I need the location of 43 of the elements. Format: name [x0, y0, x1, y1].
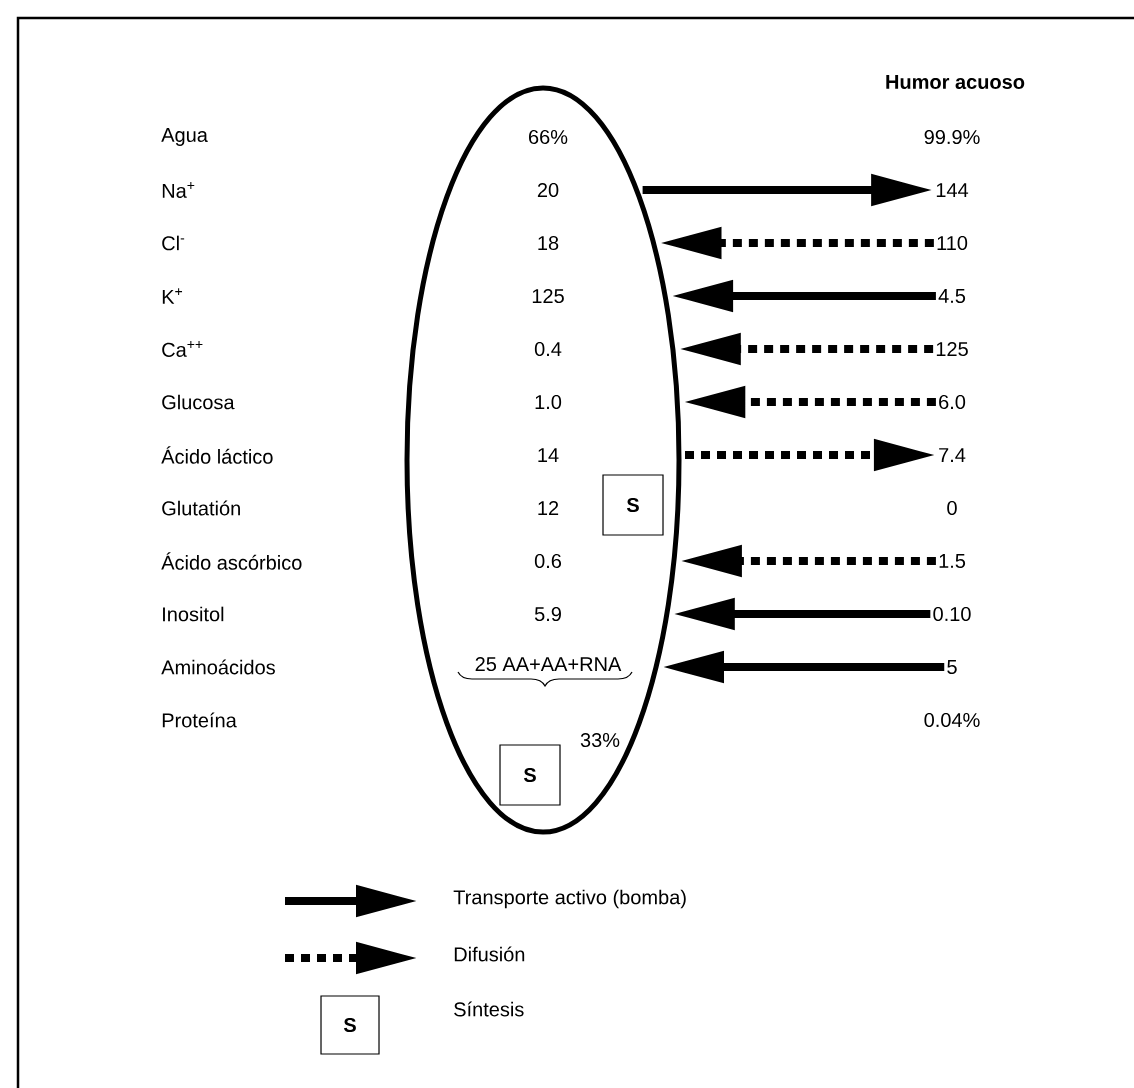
- humor-value: 6.0: [939, 394, 966, 410]
- substance-label: K$^{+}$: [162, 288, 183, 304]
- synthesis-box: S: [499, 744, 561, 806]
- concentration-value: 33%: [580, 732, 620, 748]
- substance-label: Ácido láctico: [161, 446, 273, 464]
- humor-value: 4.5: [938, 289, 966, 303]
- legend-text: Difusión: [454, 946, 525, 962]
- substance-label: Proteína: [162, 712, 237, 728]
- concentration-value: 0.6: [534, 553, 562, 569]
- substance-label: Aminoácidos: [161, 659, 275, 675]
- humor-value: 144: [936, 183, 969, 197]
- humor-value: 125: [936, 341, 968, 357]
- concentration-value: 66%: [529, 129, 568, 145]
- concentration-value: 12: [538, 501, 559, 515]
- substance-label: Agua: [161, 128, 208, 146]
- concentration-value: 18: [538, 235, 559, 251]
- substance-label: Ácido ascórbico: [161, 552, 302, 570]
- humor-value: 0.10: [933, 606, 971, 622]
- legend-box: S: [320, 995, 380, 1055]
- humor-value: 7.4: [939, 448, 966, 462]
- humor-value: 5: [947, 660, 957, 674]
- heading: Humor acuoso: [886, 75, 1025, 89]
- concentration-value: 125: [532, 288, 564, 304]
- concentration-value: 0.4: [534, 341, 562, 357]
- substance-label: Inositol: [163, 606, 224, 622]
- substance-label: Na$^{+}$: [162, 182, 195, 198]
- substance-label: Ca$^{++}$: [162, 341, 203, 357]
- concentration-value: 14: [538, 448, 559, 462]
- humor-value: 1.5: [939, 554, 966, 568]
- humor-value: 110: [937, 235, 968, 251]
- humor-value: 99.9%: [924, 129, 980, 145]
- synthesis-box: S: [602, 474, 664, 536]
- concentration-value: 20: [537, 182, 559, 198]
- legend-text: Transporte activo (bomba): [453, 889, 686, 909]
- concentration-value: 1.0: [535, 394, 562, 410]
- substance-label: Glutatión: [162, 500, 240, 516]
- concentration-value: 5.9: [534, 606, 561, 622]
- concentration-value: 25 AA+AA+RNA: [475, 656, 622, 672]
- humor-value: 0.04%: [924, 712, 980, 728]
- substance-label: Glucosa: [162, 394, 235, 410]
- humor-value: 0: [947, 500, 957, 516]
- substance-label: Cl$^{-}$: [162, 235, 185, 251]
- legend-text: Síntesis: [454, 1001, 524, 1017]
